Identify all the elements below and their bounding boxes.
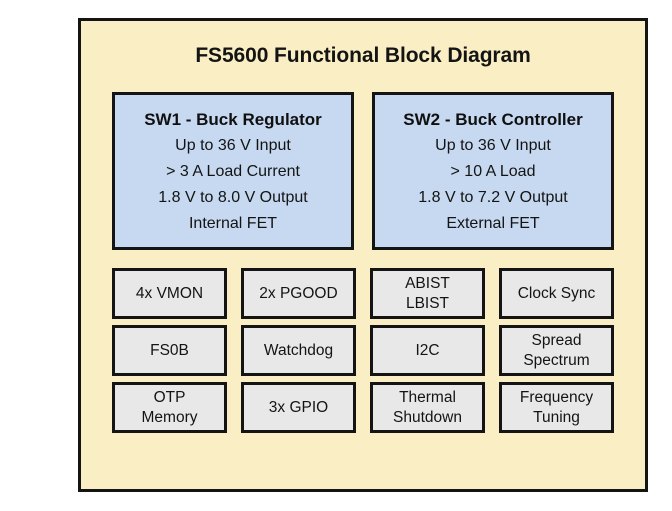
feature-block-clock-sync: Clock Sync [499, 268, 614, 319]
feature-label: Shutdown [393, 408, 462, 426]
feature-block-abist-lbist: ABIST LBIST [370, 268, 485, 319]
feature-block-pgood: 2x PGOOD [241, 268, 356, 319]
sw1-spec-input: Up to 36 V Input [175, 137, 291, 154]
sw1-block-title: SW1 - Buck Regulator [144, 110, 322, 129]
feature-label: OTP [153, 388, 186, 406]
sw2-spec-output: 1.8 V to 7.2 V Output [418, 189, 568, 206]
feature-block-grid: 4x VMON 2x PGOOD ABIST LBIST Clock Sync … [112, 268, 614, 433]
sw2-block-title: SW2 - Buck Controller [403, 110, 583, 129]
feature-label: Watchdog [263, 341, 334, 359]
feature-label: Clock Sync [517, 284, 596, 302]
regulator-block-row: SW1 - Buck Regulator Up to 36 V Input > … [112, 92, 614, 250]
feature-label: Memory [141, 408, 198, 426]
feature-block-i2c: I2C [370, 325, 485, 376]
sw1-buck-regulator-block: SW1 - Buck Regulator Up to 36 V Input > … [112, 92, 354, 250]
sw1-spec-load: > 3 A Load Current [166, 163, 300, 180]
feature-label: 2x PGOOD [259, 284, 338, 302]
feature-label: Frequency [519, 388, 594, 406]
feature-block-spread-spectrum: Spread Spectrum [499, 325, 614, 376]
feature-label: 3x GPIO [268, 398, 329, 416]
feature-label: Spectrum [523, 351, 590, 369]
feature-label: I2C [415, 341, 440, 359]
feature-block-vmon: 4x VMON [112, 268, 227, 319]
sw2-spec-fet: External FET [446, 215, 540, 232]
diagram-panel: FS5600 Functional Block Diagram SW1 - Bu… [78, 18, 648, 492]
sw2-buck-controller-block: SW2 - Buck Controller Up to 36 V Input >… [372, 92, 614, 250]
sw1-spec-output: 1.8 V to 8.0 V Output [158, 189, 308, 206]
feature-block-frequency-tuning: Frequency Tuning [499, 382, 614, 433]
feature-label: ABIST [405, 274, 450, 292]
sw2-spec-load: > 10 A Load [450, 163, 536, 180]
feature-label: Spread [531, 331, 582, 349]
feature-block-watchdog: Watchdog [241, 325, 356, 376]
page-title: FS5600 Functional Block Diagram [195, 44, 531, 67]
feature-block-fs0b: FS0B [112, 325, 227, 376]
feature-label: Thermal [399, 388, 456, 406]
sw2-spec-input: Up to 36 V Input [435, 137, 551, 154]
sw1-spec-fet: Internal FET [188, 215, 278, 232]
feature-label: 4x VMON [135, 284, 204, 302]
feature-label: FS0B [150, 341, 189, 359]
feature-block-otp-memory: OTP Memory [112, 382, 227, 433]
feature-label: Tuning [533, 408, 580, 426]
feature-block-gpio: 3x GPIO [241, 382, 356, 433]
feature-label: LBIST [405, 294, 450, 312]
feature-block-thermal-shutdown: Thermal Shutdown [370, 382, 485, 433]
